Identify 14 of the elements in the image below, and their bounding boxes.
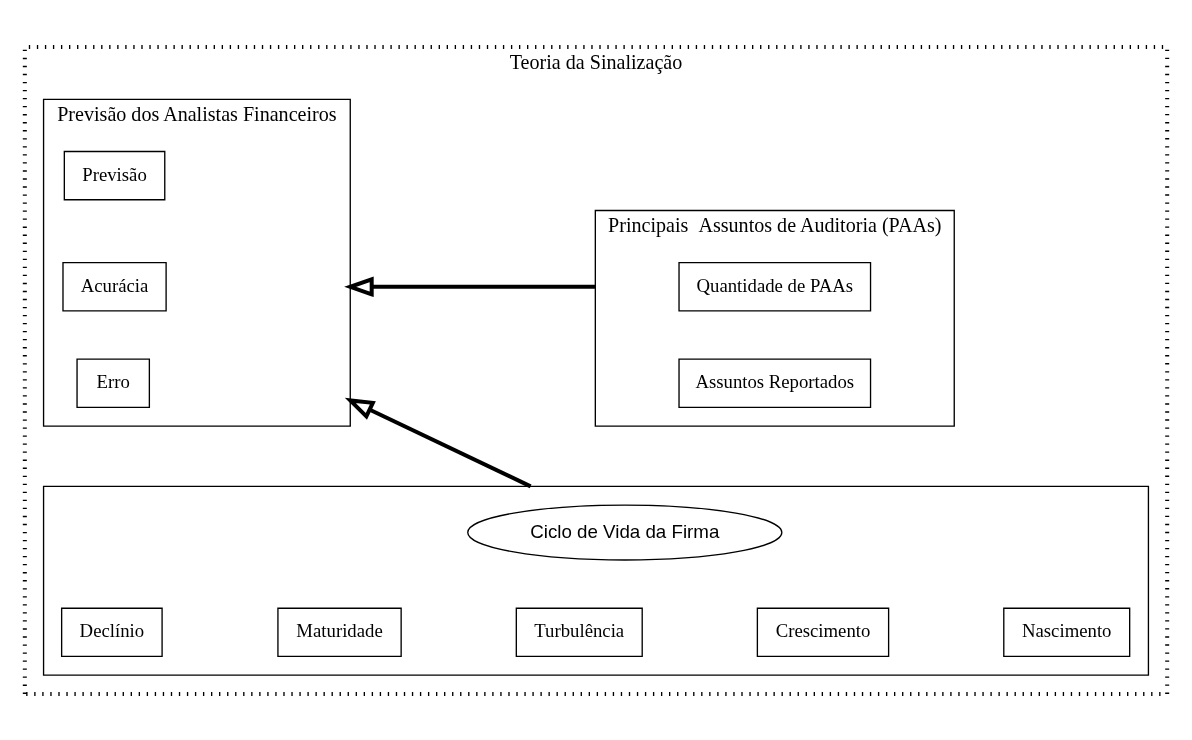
node-box: Turbulência (515, 607, 643, 657)
node-box: Erro (76, 357, 151, 408)
arrow (344, 275, 596, 297)
node-box: Acurácia (62, 261, 167, 312)
node-box: Crescimento (756, 607, 890, 657)
node-box: Quantidade de PAAs (678, 261, 872, 312)
node-box: Previsão (63, 150, 166, 200)
arrow (344, 397, 532, 488)
node-box: Maturidade (277, 607, 402, 657)
node-box: Declínio (61, 607, 163, 657)
node-box: Nascimento (1003, 607, 1131, 657)
cluster (42, 485, 1150, 676)
node-box: Assuntos Reportados (678, 357, 872, 408)
node-ellipse: Ciclo de Vida da Firma (467, 503, 783, 561)
